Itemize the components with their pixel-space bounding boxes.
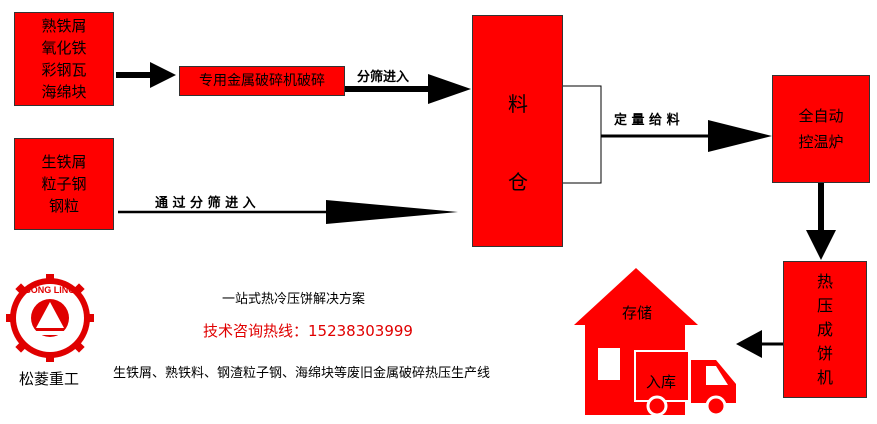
press-char: 机 [816,367,833,387]
truck-icon [634,350,736,417]
press-char: 成 [816,319,833,339]
scrap-top-item: 彩钢瓦 [41,61,87,79]
production-line-caption: 生铁屑、熟铁料、钢渣粒子钢、海绵块等废旧金属破碎热压生产线 [113,366,491,381]
scrap-bottom-box: 生铁屑 粒子钢 钢粒 [14,138,114,230]
press-char: 热 [816,271,833,291]
scrap-top-item: 海绵块 [41,83,87,101]
arrow-crusher-to-silo-head [428,74,471,104]
scrap-bottom-item: 粒子钢 [41,175,87,193]
edge-label-screen-through: 通 过 分 筛 进 入 [155,196,256,211]
crusher-label: 专用金属破碎机破碎 [199,73,325,89]
arrow-scrap-to-crusher-head [150,62,176,88]
scrap-top-box: 熟铁屑 氧化铁 彩钢瓦 海绵块 [14,12,114,106]
warehouse-label: 存储 [622,304,653,322]
songling-logo-icon: SONG LING [6,274,94,362]
press-char: 饼 [816,343,833,363]
arrow-furnace-to-press-head [806,230,836,260]
silo-label-2: 仓 [508,170,528,194]
edge-label-feed: 定 量 给 料 [614,113,680,128]
furnace-label-2: 控温炉 [798,133,844,151]
logo-ring-text: SONG LING [25,285,76,295]
silo-label-1: 料 [508,92,528,116]
silo-box: 料 仓 [472,15,563,247]
arrow-screen-to-silo-head [326,200,458,224]
press-box: 热 压 成 饼 机 [783,261,867,398]
furnace-box: 全自动 控温炉 [772,75,870,183]
edge-label-screen-in: 分筛进入 [357,70,410,85]
truck-label: 入库 [646,373,677,391]
company-name: 松菱重工 [19,370,80,388]
scrap-bottom-item: 钢粒 [48,197,79,215]
scrap-top-item: 熟铁屑 [41,17,87,35]
furnace-label-1: 全自动 [798,107,844,125]
scrap-top-item: 氧化铁 [41,39,87,57]
arrow-silo-to-furnace-head [708,120,772,152]
crusher-box: 专用金属破碎机破碎 [179,66,345,96]
solution-caption: 一站式热冷压饼解决方案 [222,292,366,307]
arrow-press-to-storage-head [736,330,762,358]
scrap-bottom-item: 生铁屑 [41,153,87,171]
hotline-caption: 技术咨询热线：15238303999 [203,322,413,340]
press-char: 压 [816,295,833,315]
silo-bracket [562,85,602,184]
